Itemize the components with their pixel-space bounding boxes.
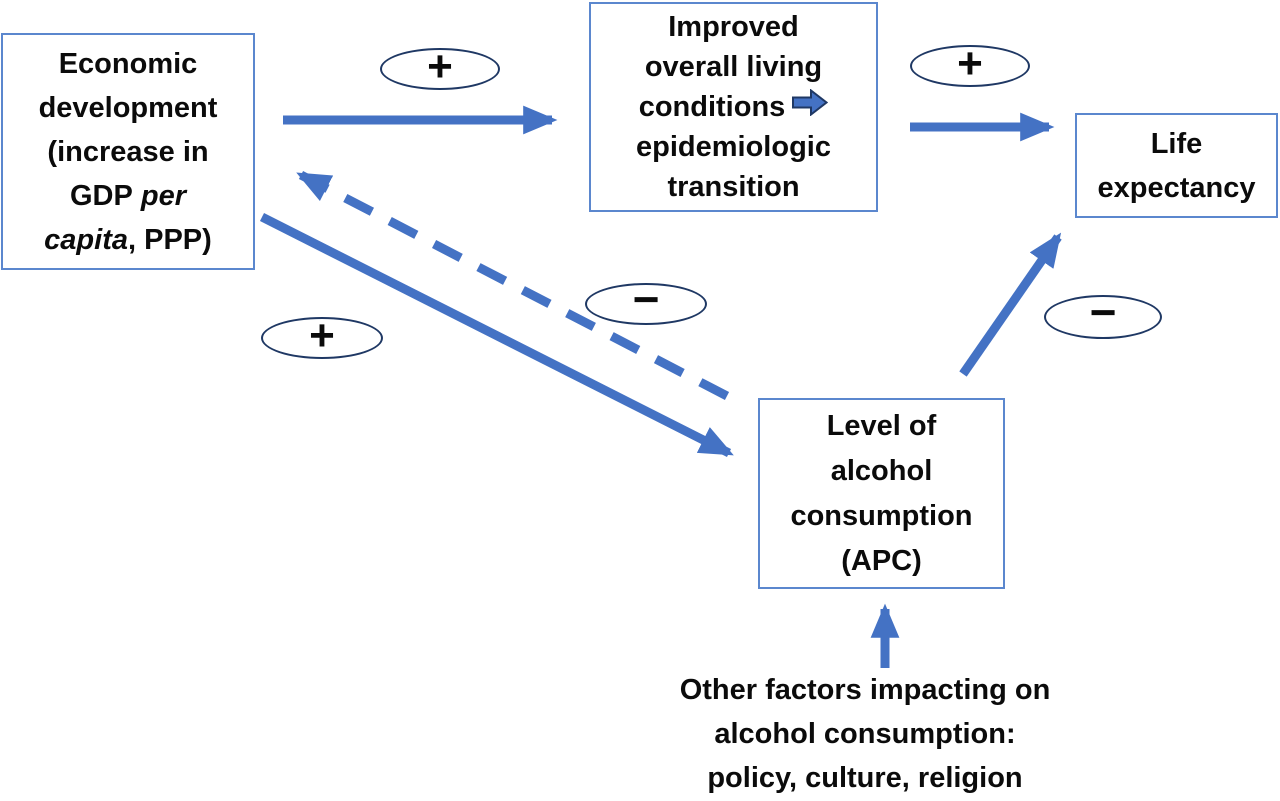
footer-text-line: policy, culture, religion (707, 762, 1023, 794)
footer-text-line: Other factors impacting on (679, 674, 1051, 706)
box-text-line: consumption (790, 499, 973, 532)
box-text-italic: capita (44, 223, 128, 256)
arrow-economic-to-alcohol-consumption (259, 212, 734, 458)
box-text-line: conditions (639, 87, 829, 127)
arrow-alcohol-consumption-to-life-expectancy (959, 232, 1062, 377)
plus-effect-ellipse-economic-to-alcohol: + (261, 311, 383, 360)
minus-effect-ellipse-alcohol-to-life: − (1044, 289, 1162, 339)
plus-sign: + (427, 42, 453, 91)
box-text-italic: per (140, 179, 187, 212)
other-factors-label: Other factors impacting on alcohol consu… (600, 668, 1130, 800)
box-text-line: epidemiologic (636, 131, 831, 163)
box-text-line: Economic (58, 47, 198, 80)
box-text-line: capita , PPP) (44, 218, 212, 262)
epidemiologic-transition-arrow-icon (792, 87, 829, 127)
arrow-dashed-alcohol-consumption-to-economic (296, 171, 730, 400)
footer-text-line: alcohol consumption: (714, 718, 1016, 750)
minus-effect-ellipse-alcohol-to-economic: − (585, 276, 707, 325)
box-text-line: Life (1150, 127, 1203, 160)
box-text-plain: GDP (69, 179, 133, 212)
box-text-line: (APC) (841, 544, 922, 577)
plus-effect-ellipse-economic-to-living: + (380, 42, 500, 91)
box-text-line: overall living (644, 51, 823, 83)
box-text-line: alcohol (830, 454, 933, 487)
improved-living-conditions-box: Improved overall living conditions epide… (589, 2, 878, 212)
plus-sign: + (309, 311, 335, 360)
box-text-line: GDP per (70, 174, 186, 218)
box-text-line: transition (667, 171, 800, 203)
box-text-line: (increase in (47, 135, 209, 168)
plus-effect-ellipse-living-to-life: + (910, 39, 1030, 88)
box-text-line: Improved (668, 11, 799, 43)
box-text-line: Level of (826, 409, 937, 442)
box-text-plain: , PPP) (128, 223, 212, 256)
box-text-line: development (38, 91, 218, 124)
minus-sign: − (632, 273, 660, 325)
plus-sign: + (957, 39, 983, 88)
economic-development-box: Economic development (increase in GDP pe… (1, 33, 255, 270)
minus-sign: − (1089, 286, 1117, 338)
life-expectancy-box: Life expectancy (1075, 113, 1278, 218)
box-text-plain: conditions (638, 91, 786, 123)
box-text-line: expectancy (1097, 171, 1256, 204)
alcohol-consumption-box: Level of alcohol consumption (APC) (758, 398, 1005, 589)
